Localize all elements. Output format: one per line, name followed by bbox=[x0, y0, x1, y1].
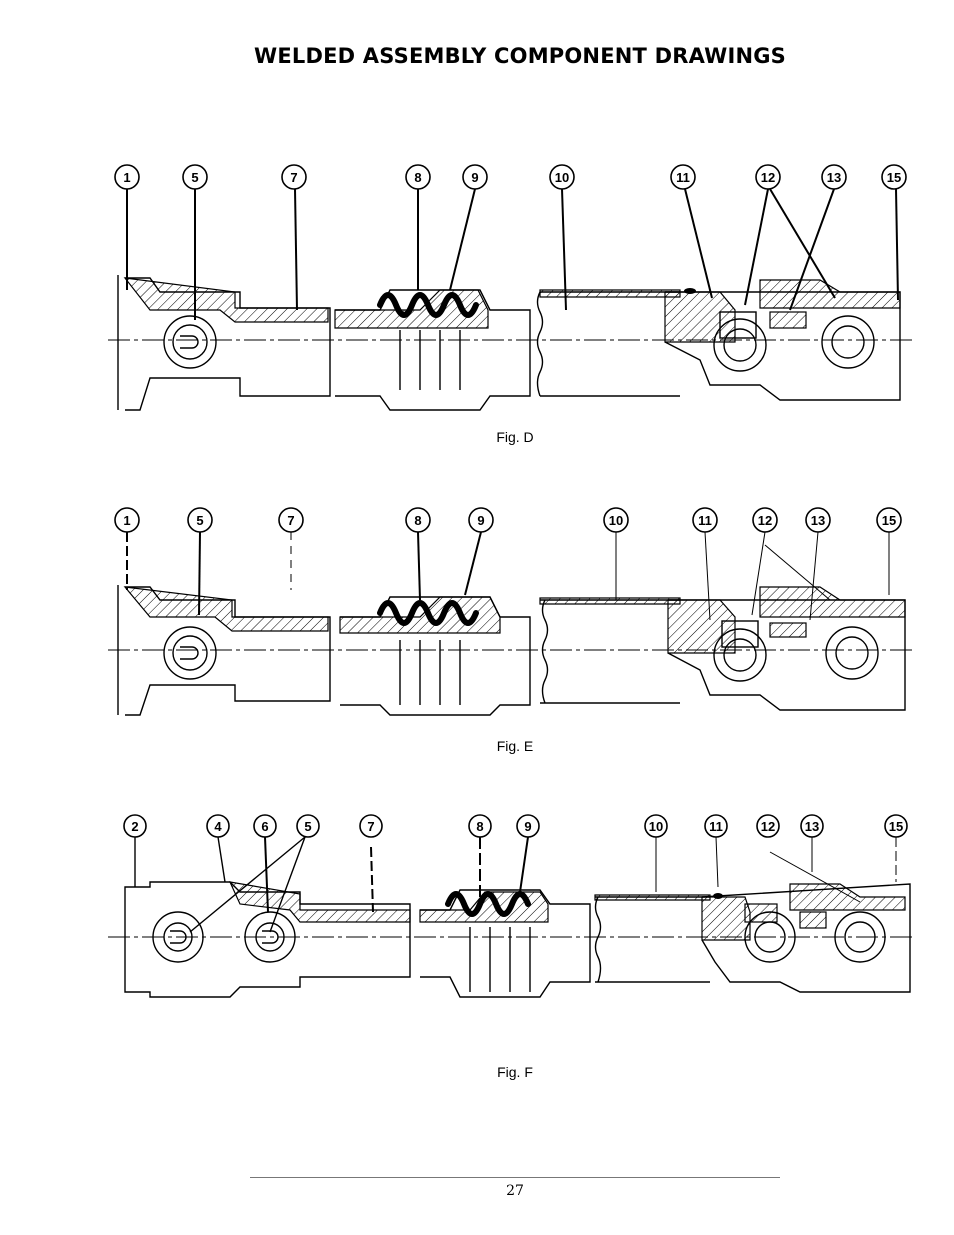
callout-8: 8 bbox=[405, 507, 431, 533]
svg-text:9: 9 bbox=[477, 513, 484, 528]
callout-13: 13 bbox=[800, 814, 824, 838]
callout-10: 10 bbox=[603, 507, 629, 533]
svg-text:10: 10 bbox=[649, 819, 663, 834]
page-title: WELDED ASSEMBLY COMPONENT DRAWINGS bbox=[253, 44, 786, 68]
callout-8: 8 bbox=[405, 164, 431, 190]
svg-text:12: 12 bbox=[758, 513, 772, 528]
svg-text:11: 11 bbox=[676, 170, 690, 185]
figure-d-drawing: 1 5 7 8 9 10 11 12 13 15 bbox=[108, 164, 912, 411]
svg-text:13: 13 bbox=[805, 819, 819, 834]
callout-1: 1 bbox=[114, 164, 140, 190]
callout-13: 13 bbox=[821, 164, 847, 190]
callout-1: 1 bbox=[114, 507, 140, 533]
svg-text:15: 15 bbox=[889, 819, 903, 834]
callout-12: 12 bbox=[752, 507, 778, 533]
svg-text:8: 8 bbox=[476, 819, 483, 834]
callout-9: 9 bbox=[462, 164, 488, 190]
callout-8: 8 bbox=[468, 814, 492, 838]
callout-4: 4 bbox=[206, 814, 230, 838]
svg-text:15: 15 bbox=[887, 170, 901, 185]
svg-text:11: 11 bbox=[698, 513, 712, 528]
svg-text:7: 7 bbox=[287, 513, 294, 528]
svg-text:9: 9 bbox=[471, 170, 478, 185]
svg-text:13: 13 bbox=[811, 513, 825, 528]
callout-11: 11 bbox=[670, 164, 696, 190]
svg-text:9: 9 bbox=[524, 819, 531, 834]
figure-f-caption: Fig. F bbox=[497, 1064, 533, 1080]
svg-text:12: 12 bbox=[761, 819, 775, 834]
callout-15: 15 bbox=[884, 814, 908, 838]
callout-11: 11 bbox=[692, 507, 718, 533]
svg-text:8: 8 bbox=[414, 513, 421, 528]
footer-rule bbox=[250, 1177, 780, 1178]
svg-text:10: 10 bbox=[555, 170, 569, 185]
callout-5: 5 bbox=[296, 814, 320, 838]
callout-9: 9 bbox=[516, 814, 540, 838]
callout-7: 7 bbox=[278, 507, 304, 533]
svg-text:10: 10 bbox=[609, 513, 623, 528]
figure-f: 2 4 6 5 7 8 9 10 11 12 13 15 bbox=[0, 812, 954, 1007]
svg-text:2: 2 bbox=[131, 819, 138, 834]
callout-11: 11 bbox=[704, 814, 728, 838]
callout-13: 13 bbox=[805, 507, 831, 533]
callout-10: 10 bbox=[549, 164, 575, 190]
svg-text:5: 5 bbox=[304, 819, 311, 834]
page-number: 27 bbox=[506, 1183, 524, 1199]
svg-text:12: 12 bbox=[761, 170, 775, 185]
callout-7: 7 bbox=[359, 814, 383, 838]
figure-d-caption: Fig. D bbox=[496, 429, 534, 445]
svg-text:7: 7 bbox=[290, 170, 297, 185]
callout-2: 2 bbox=[123, 814, 147, 838]
svg-text:15: 15 bbox=[882, 513, 896, 528]
callout-5: 5 bbox=[187, 507, 213, 533]
callout-15: 15 bbox=[876, 507, 902, 533]
callout-9: 9 bbox=[468, 507, 494, 533]
svg-text:7: 7 bbox=[367, 819, 374, 834]
svg-text:6: 6 bbox=[261, 819, 268, 834]
svg-text:11: 11 bbox=[709, 819, 723, 834]
svg-text:8: 8 bbox=[414, 170, 421, 185]
figure-e-caption: Fig. E bbox=[496, 738, 534, 754]
svg-text:5: 5 bbox=[196, 513, 203, 528]
figure-e: 1 5 7 8 9 10 11 12 13 15 bbox=[0, 505, 954, 720]
callout-10: 10 bbox=[644, 814, 668, 838]
svg-text:5: 5 bbox=[191, 170, 198, 185]
svg-text:1: 1 bbox=[123, 513, 130, 528]
callout-7: 7 bbox=[281, 164, 307, 190]
svg-text:1: 1 bbox=[123, 170, 130, 185]
figure-e-drawing: 1 5 7 8 9 10 11 12 13 15 bbox=[108, 507, 912, 716]
svg-text:4: 4 bbox=[214, 819, 222, 834]
callout-12: 12 bbox=[755, 164, 781, 190]
figure-d: 1 5 7 8 9 10 11 12 13 15 bbox=[0, 160, 954, 420]
figure-f-drawing: 2 4 6 5 7 8 9 10 11 12 13 15 bbox=[108, 814, 912, 998]
callout-15: 15 bbox=[881, 164, 907, 190]
svg-text:13: 13 bbox=[827, 170, 841, 185]
callout-5: 5 bbox=[182, 164, 208, 190]
callout-12: 12 bbox=[756, 814, 780, 838]
callout-6: 6 bbox=[253, 814, 277, 838]
